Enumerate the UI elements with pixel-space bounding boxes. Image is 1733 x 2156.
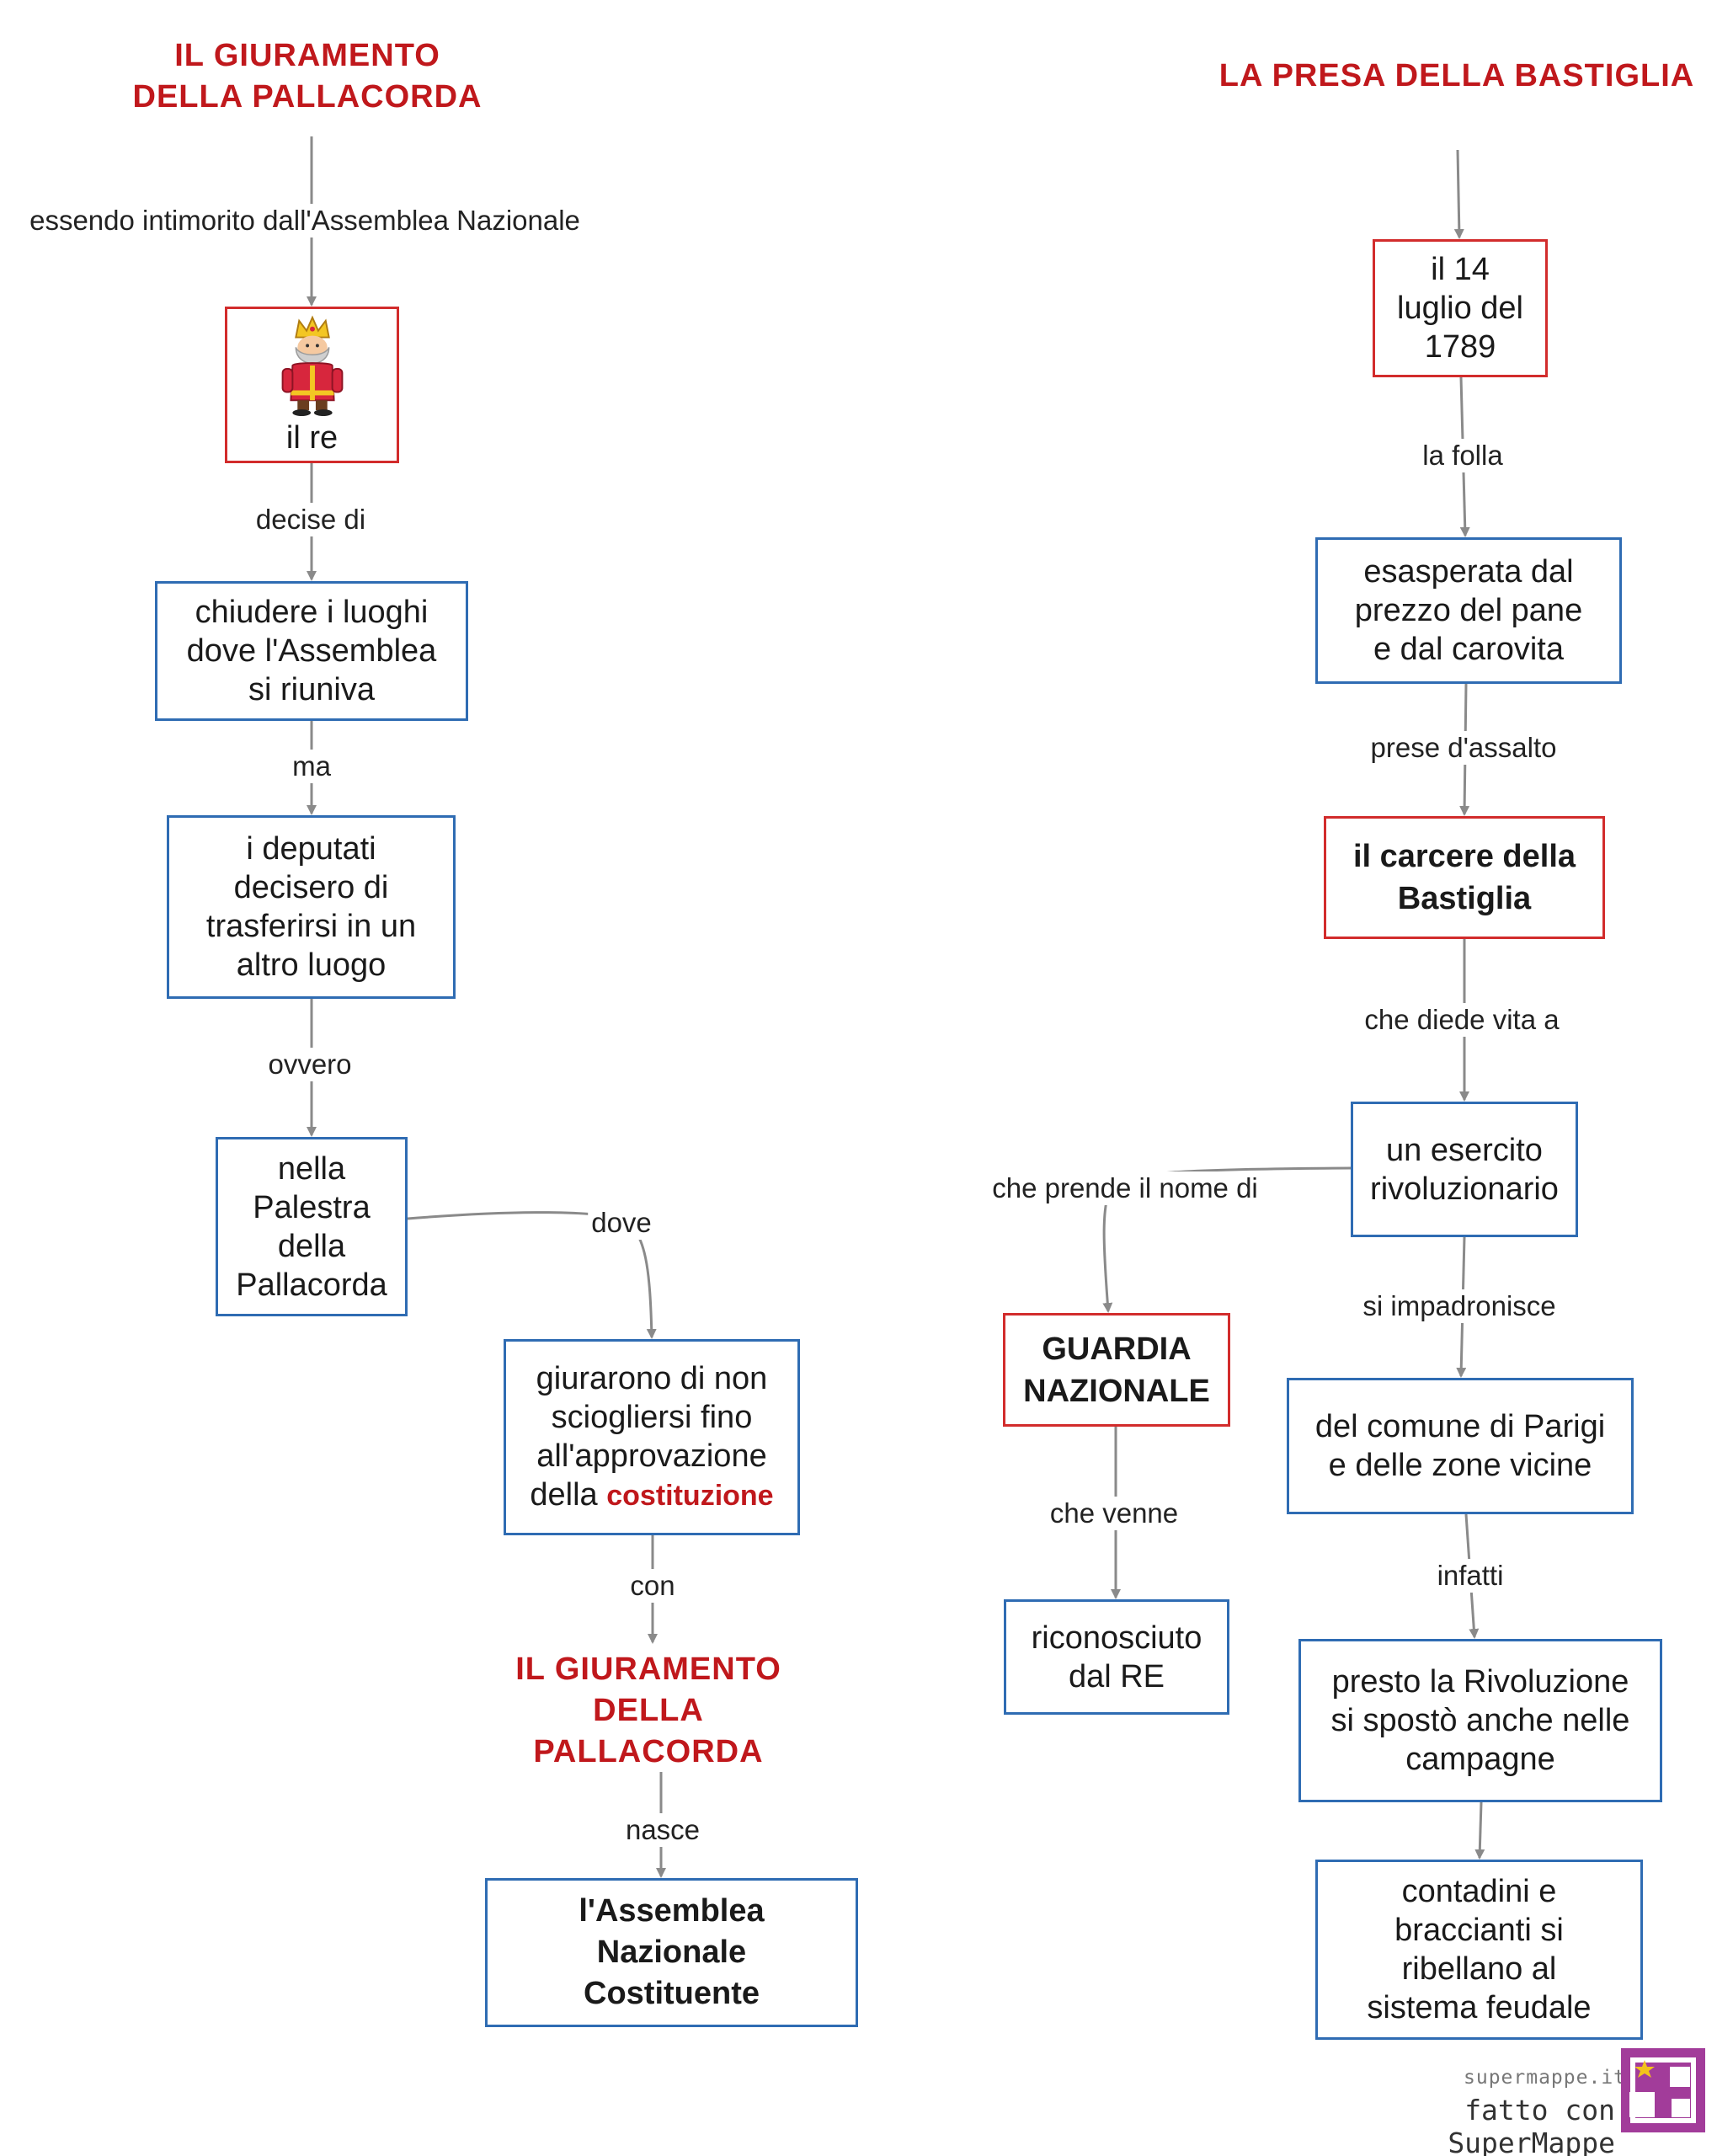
node-palestra[interactable]: nella Palestra della Pallacorda [216,1137,408,1316]
node-comune-line-1: del comune di Parigi [1314,1409,1606,1444]
giuramento-line-3: PALLACORDA [533,1734,764,1769]
node-assemblea[interactable]: l'Assemblea Nazionale Costituente [485,1878,858,2027]
node-deputati-line-4: altro luogo [236,947,387,983]
link-label-ma: ma [289,750,334,783]
node-giurarono-line-1: giurarono di non [536,1361,768,1396]
link-label-dove: dove [588,1206,655,1240]
node-il-re-label: il re [285,420,339,456]
node-palestra-line-3: della [277,1228,346,1264]
king-icon [281,315,343,417]
node-esasperata[interactable]: esasperata dal prezzo del pane e dal car… [1315,537,1622,684]
giuramento-line-2: DELLA [593,1693,704,1728]
node-contadini[interactable]: contadini e braccianti si ribellano al s… [1315,1860,1643,2040]
node-chiudere-line-3: si riuniva [248,672,375,707]
link-label-infatti: infatti [1433,1559,1507,1593]
left-title-line-2: DELLA PALLACORDA [132,79,483,115]
node-esercito[interactable]: un esercito rivoluzionario [1351,1102,1578,1237]
link-label-impadronisce: si impadronisce [1359,1289,1560,1323]
node-palestra-line-1: nella [277,1150,346,1187]
link-label-assalto: prese d'assalto [1367,731,1560,765]
node-deputati-line-1: i deputati [246,831,376,867]
node-contadini-line-1: contadini e [1401,1874,1557,1909]
node-campagne-line-3: campagne [1405,1742,1555,1777]
node-giurarono-line-3: all'approvazione [536,1438,767,1474]
node-chiudere-line-2: dove l'Assemblea [186,633,437,669]
node-giurarono-della: della [530,1477,607,1513]
link-label-con: con [627,1569,679,1603]
node-deputati[interactable]: i deputati decisero di trasferirsi in un… [167,815,456,999]
node-giurarono-line-4: della costituzione [530,1476,773,1515]
node-esercito-line-2: rivoluzionario [1370,1171,1559,1207]
giuramento-line-1: IL GIURAMENTO [515,1652,781,1687]
left-title-line-1: IL GIURAMENTO [174,38,440,73]
node-esasperata-line-2: prezzo del pane [1354,593,1583,628]
node-data-line-1: il 14 [1431,252,1490,287]
node-guardia[interactable]: GUARDIA NAZIONALE [1003,1313,1230,1427]
node-assemblea-line-1: l'Assemblea [579,1893,765,1929]
node-assemblea-line-3: Costituente [584,1976,760,2011]
supermappe-logo-icon[interactable] [1621,2048,1705,2132]
node-giurarono[interactable]: giurarono di non sciogliersi fino all'ap… [504,1339,800,1535]
node-guardia-line-2: NAZIONALE [1023,1373,1210,1409]
connector-campagne-to-contadini [1474,1801,1485,1860]
node-chiudere-line-1: chiudere i luoghi [195,595,429,630]
link-label-venne: che venne [1046,1497,1182,1530]
node-data-line-2: luglio del [1397,291,1523,326]
node-comune-line-2: e delle zone vicine [1328,1448,1592,1483]
link-label-essendo: essendo intimorito dall'Assemblea Nazion… [26,204,584,237]
node-riconosciuto-line-1: riconosciuto [1031,1620,1202,1656]
node-giurarono-line-2: sciogliersi fino [551,1400,753,1435]
link-label-ovvero: ovvero [264,1048,355,1081]
node-assemblea-line-2: Nazionale [596,1935,747,1970]
left-map-title: IL GIURAMENTO DELLA PALLACORDA [118,35,497,118]
node-guardia-line-1: GUARDIA [1042,1331,1192,1367]
node-il-re[interactable]: il re [225,307,399,463]
node-carcere-line-1: il carcere della [1352,839,1576,874]
node-riconosciuto[interactable]: riconosciuto dal RE [1004,1599,1229,1715]
branding-made-with: fatto con SuperMappe [1448,2094,1615,2156]
node-esasperata-line-3: e dal carovita [1373,632,1564,667]
node-esasperata-line-1: esasperata dal [1363,554,1574,590]
link-label-decise: decise di [252,503,370,536]
node-campagne-line-1: presto la Rivoluzione [1331,1664,1629,1700]
link-label-nome: che prende il nome di [989,1171,1261,1205]
link-label-vita: che diede vita a [1361,1003,1563,1037]
node-giurarono-keyword-costituzione: costituzione [606,1480,774,1512]
right-map-title: LA PRESA DELLA BASTIGLIA [1218,58,1695,93]
node-campagne[interactable]: presto la Rivoluzione si spostò anche ne… [1298,1639,1662,1802]
node-deputati-line-3: trasferirsi in un [205,909,417,944]
node-contadini-line-2: braccianti si [1394,1913,1564,1948]
node-data[interactable]: il 14 luglio del 1789 [1373,239,1548,377]
node-esercito-line-1: un esercito [1386,1132,1543,1168]
node-contadini-line-4: sistema feudale [1367,1990,1592,2025]
node-carcere[interactable]: il carcere della Bastiglia [1324,816,1605,939]
node-campagne-line-2: si spostò anche nelle [1330,1703,1630,1738]
link-label-folla: la folla [1419,439,1506,472]
node-deputati-line-2: decisero di [233,870,389,905]
node-palestra-line-4: Pallacorda [236,1267,387,1303]
node-chiudere[interactable]: chiudere i luoghi dove l'Assemblea si ri… [155,581,468,721]
node-carcere-line-2: Bastiglia [1397,881,1532,916]
node-palestra-line-2: Palestra [253,1189,371,1225]
link-label-nasce: nasce [621,1813,704,1847]
node-comune[interactable]: del comune di Parigi e delle zone vicine [1287,1378,1634,1514]
node-contadini-line-3: ribellano al [1401,1951,1557,1987]
node-giuramento-title[interactable]: IL GIURAMENTO DELLA PALLACORDA [472,1649,825,1773]
connector-title-to-data [1453,149,1464,239]
node-data-line-3: 1789 [1424,329,1496,365]
branding-site[interactable]: supermappe.it [1464,2067,1627,2089]
node-riconosciuto-line-2: dal RE [1068,1658,1165,1694]
